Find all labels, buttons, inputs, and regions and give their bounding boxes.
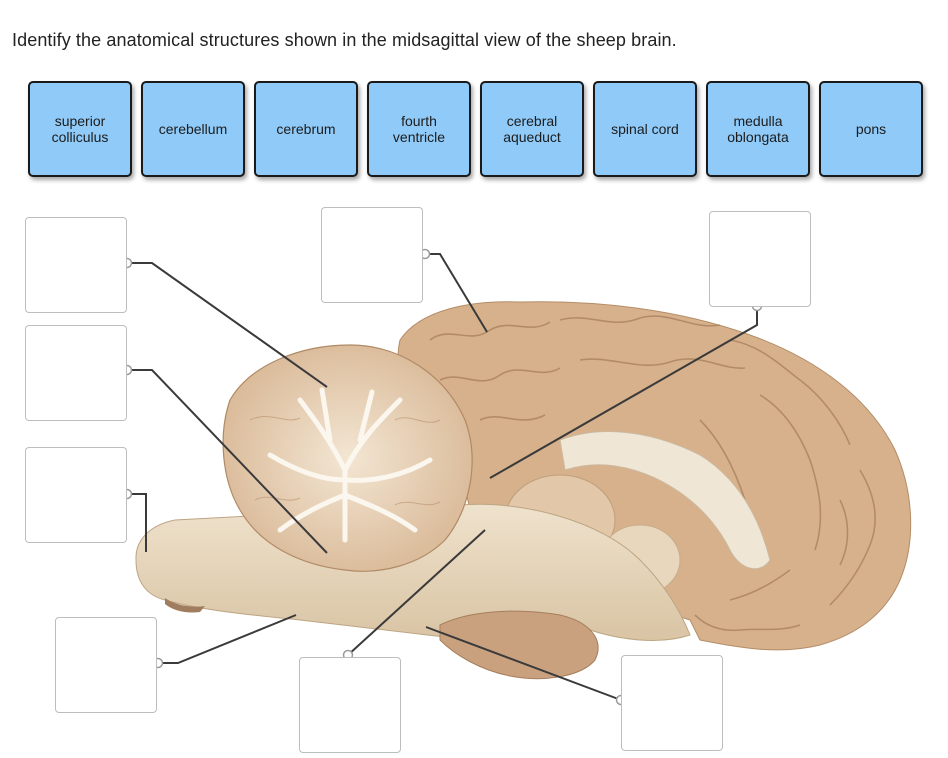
leader-lines bbox=[127, 253, 758, 701]
answer-chip-pons[interactable]: pons bbox=[819, 81, 923, 177]
drop-zone-8[interactable] bbox=[621, 655, 723, 751]
answer-chip-medulla-oblongata[interactable]: medulla oblongata bbox=[706, 81, 810, 177]
drop-zone-2[interactable] bbox=[25, 325, 127, 421]
drop-zone-4[interactable] bbox=[55, 617, 157, 713]
answer-chip-cerebellum[interactable]: cerebellum bbox=[141, 81, 245, 177]
drop-zone-5[interactable] bbox=[321, 207, 423, 303]
drop-zone-7[interactable] bbox=[299, 657, 401, 753]
cerebellum-region bbox=[222, 344, 473, 572]
answer-chip-cerebral-aqueduct[interactable]: cerebral aqueduct bbox=[480, 81, 584, 177]
drop-zone-3[interactable] bbox=[25, 447, 127, 543]
drop-zone-6[interactable] bbox=[709, 211, 811, 307]
answer-chip-fourth-ventricle[interactable]: fourth ventricle bbox=[367, 81, 471, 177]
answer-chip-cerebrum[interactable]: cerebrum bbox=[254, 81, 358, 177]
drop-zone-1[interactable] bbox=[25, 217, 127, 313]
answer-chip-spinal-cord[interactable]: spinal cord bbox=[593, 81, 697, 177]
question-prompt: Identify the anatomical structures shown… bbox=[12, 30, 677, 50]
answer-chip-superior-colliculus[interactable]: superior colliculus bbox=[28, 81, 132, 177]
